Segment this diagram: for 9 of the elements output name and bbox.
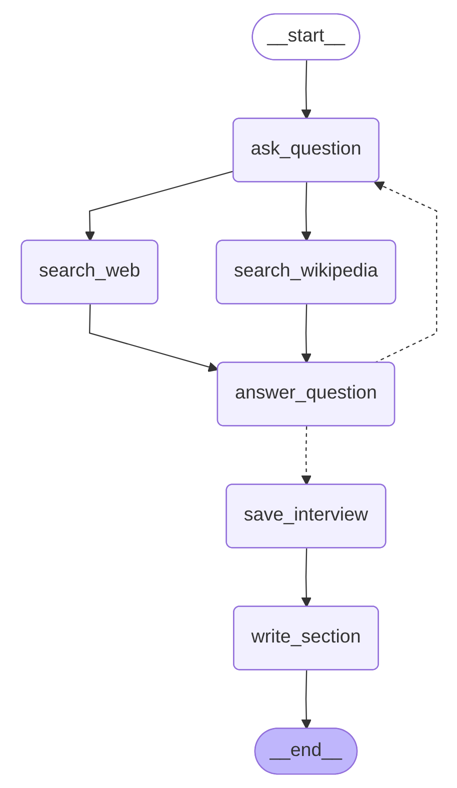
- arrow: [84, 170, 234, 242]
- arrow: [300, 548, 312, 608]
- arrow: [300, 304, 312, 364]
- arrow: [300, 670, 312, 730]
- arrow: [300, 426, 312, 486]
- arrow: [373, 181, 437, 364]
- arrow: [300, 60, 312, 120]
- arrow: [88, 304, 218, 372]
- arrow: [300, 182, 312, 242]
